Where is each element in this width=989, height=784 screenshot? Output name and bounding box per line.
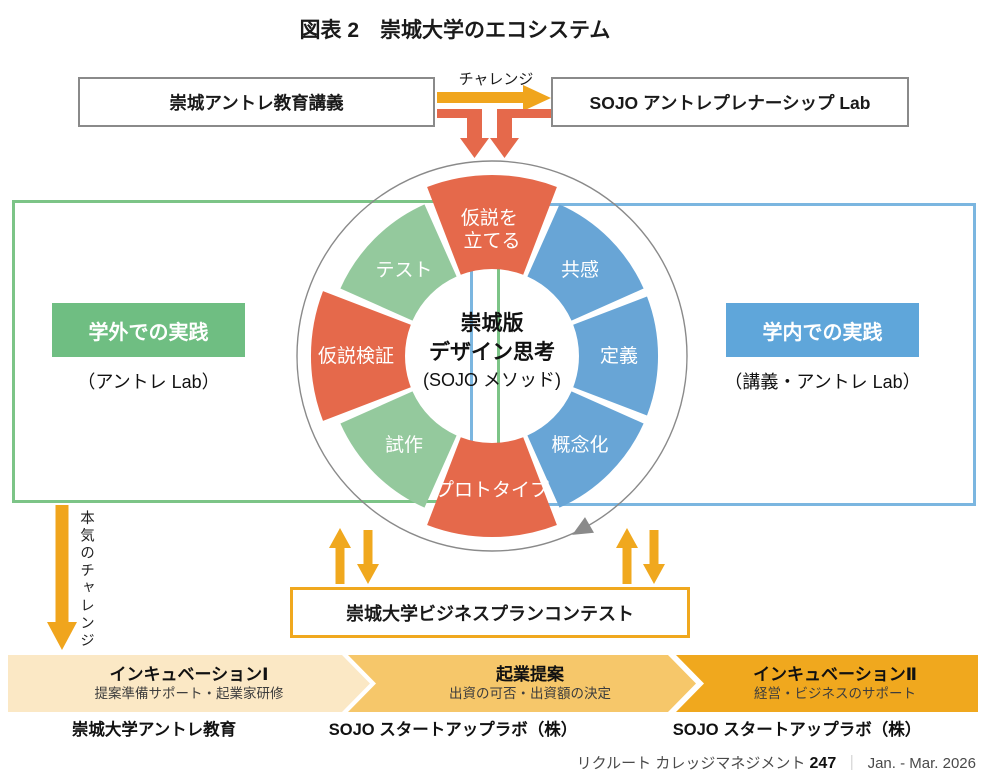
footer-magazine: リクルート カレッジマネジメント — [576, 755, 806, 772]
segment-trial-production-label: 試作 — [385, 434, 423, 456]
pipeline-stage-incubation1: インキュベーションⅠ 提案準備サポート・起業家研修 — [8, 655, 370, 712]
footer: リクルート カレッジマネジメント 247 ｜ Jan. - Mar. 2026 — [480, 752, 976, 773]
segment-test-label: テスト — [375, 260, 432, 281]
footer-separator: ｜ — [844, 755, 860, 772]
inside-practice-pill: 学内での実践 — [726, 303, 919, 357]
inside-practice-frame — [470, 203, 976, 506]
contest-up-arrow-left — [329, 528, 351, 584]
segment-hypothesis-testing — [310, 291, 411, 421]
design-thinking-wheel: 仮説を 立てる 共感 定義 概念化 プロトタイプ 試作 仮説検証 テスト 崇城版… — [296, 160, 688, 552]
wheel-center-line2: デザイン思考 — [429, 340, 555, 364]
pipeline-stage-subtitle: 経営・ビジネスのサポート — [754, 685, 916, 701]
segment-prototype-label: プロトタイプ — [435, 479, 549, 501]
business-plan-contest-box: 崇城大学ビジネスプランコンテスト — [290, 587, 690, 638]
entrepreneurship-lab-label: SOJO アントレプレナーシップ Lab — [589, 92, 871, 113]
pipeline-caption-1: 崇城大学アントレ教育 — [71, 721, 237, 739]
segment-empathy — [527, 204, 644, 321]
challenge-arrow — [437, 85, 551, 111]
outside-practice-frame — [12, 200, 500, 503]
cycle-arrowhead-icon — [572, 517, 594, 535]
segment-hypothesis-testing-label: 仮説検証 — [318, 345, 394, 367]
segment-define-label: 定義 — [600, 345, 638, 367]
footer-issue: 247 — [809, 755, 837, 772]
cycle-circle — [296, 160, 688, 552]
pipeline-stage-title: インキュベーションⅡ — [753, 665, 917, 685]
footer-date: Jan. - Mar. 2026 — [867, 755, 976, 772]
red-elbow-arrow-left — [437, 109, 489, 158]
pipeline-stage-subtitle: 出資の可否・出資額の決定 — [449, 685, 611, 701]
challenge-label: チャレンジ — [458, 71, 534, 88]
inside-practice-caption: （講義・アントレ Lab） — [724, 372, 921, 392]
wheel-center-line1: 崇城版 — [461, 311, 524, 335]
outside-practice-caption: （アントレ Lab） — [77, 372, 220, 392]
serious-challenge-label: 本気のチャレンジ — [78, 510, 94, 650]
pipeline-stage-incubation2: インキュベーションⅡ 経営・ビジネスのサポート — [676, 655, 978, 712]
segment-test — [340, 204, 457, 321]
outside-practice-label: 学外での実践 — [88, 321, 209, 344]
segment-empathy-label: 共感 — [561, 259, 599, 281]
contest-down-arrow-left — [357, 530, 379, 584]
business-plan-contest-label: 崇城大学ビジネスプランコンテスト — [346, 603, 634, 624]
entrepreneurship-lab-box: SOJO アントレプレナーシップ Lab — [551, 77, 909, 127]
segment-conceptualize — [527, 391, 644, 508]
segment-conceptualize-label: 概念化 — [551, 433, 608, 456]
pipeline-stage-proposal: 起業提案 出資の可否・出資額の決定 — [348, 655, 696, 712]
segment-hypothesis-label: 仮説を 立てる — [461, 207, 523, 252]
pipeline-caption-2: SOJO スタートアップラボ（株） — [328, 721, 578, 739]
pipeline-stage-subtitle: 提案準備サポート・起業家研修 — [94, 685, 284, 701]
red-elbow-arrow-right — [490, 109, 553, 158]
contest-up-arrow-right — [616, 528, 638, 584]
entre-education-lecture-box: 崇城アントレ教育講義 — [78, 77, 435, 127]
outside-practice-pill: 学外での実践 — [52, 303, 245, 357]
segment-prototype — [427, 437, 557, 538]
segment-trial-production — [340, 391, 457, 508]
segment-hypothesis — [427, 174, 557, 275]
inside-practice-label: 学内での実践 — [762, 321, 883, 344]
wheel-center-line3: (SOJO メソッド) — [423, 370, 561, 390]
page-title: 図表 2 崇城大学のエコシステム — [299, 19, 611, 42]
pipeline-stage-title: 起業提案 — [496, 665, 564, 685]
pipeline-caption-3: SOJO スタートアップラボ（株） — [672, 721, 922, 739]
pipeline-stage-title: インキュベーションⅠ — [109, 665, 269, 685]
entre-education-lecture-label: 崇城アントレ教育講義 — [169, 92, 344, 113]
contest-down-arrow-right — [643, 530, 665, 584]
serious-challenge-arrow — [47, 505, 77, 650]
segment-define — [573, 296, 659, 416]
